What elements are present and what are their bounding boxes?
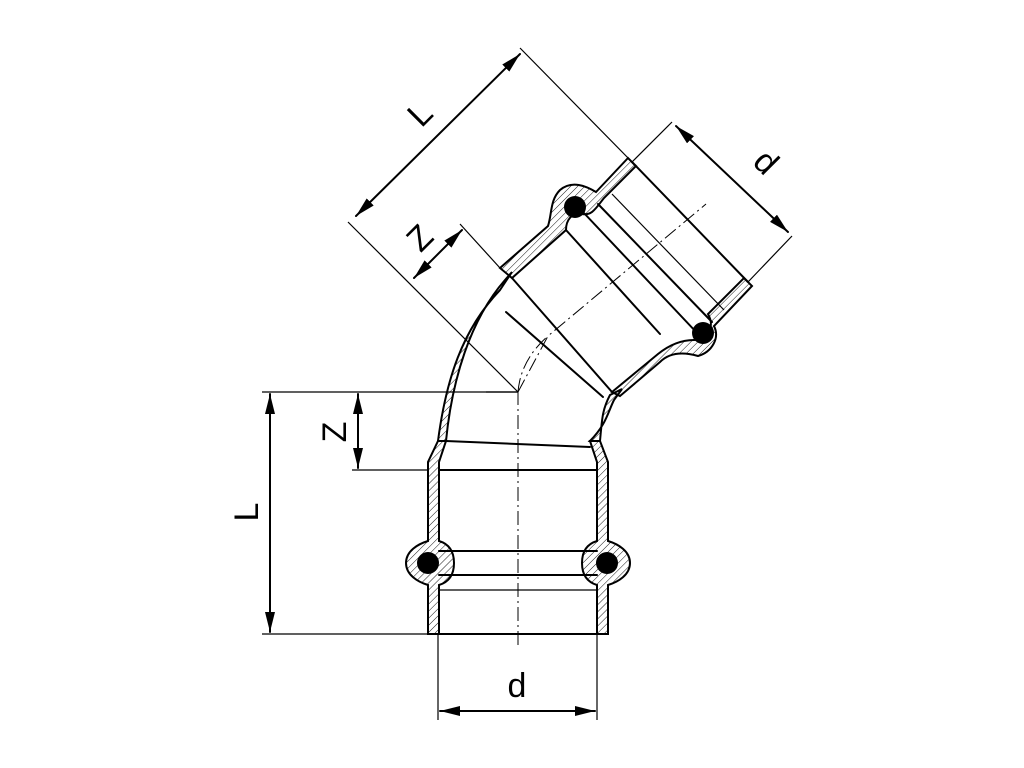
label-lower-diameter: d bbox=[508, 667, 527, 705]
ext-line-upper-d-bottom bbox=[747, 235, 793, 283]
center-line-arc bbox=[517, 335, 549, 393]
label-upper-offset: Z bbox=[399, 217, 441, 259]
upper-socket bbox=[498, 156, 754, 398]
upper-o-ring-bottom bbox=[692, 322, 714, 344]
ext-line-upper-center bbox=[347, 221, 519, 393]
dim-line-upper-diameter bbox=[675, 125, 789, 233]
upper-socket-line-1 bbox=[505, 311, 604, 398]
dim-line-upper-offset bbox=[413, 229, 463, 279]
label-lower-offset: Z bbox=[316, 422, 354, 443]
upper-socket-bead-line-1 bbox=[582, 211, 699, 335]
ext-line-upper-z bbox=[459, 223, 501, 269]
upper-socket-bottom-wall bbox=[610, 276, 754, 398]
bend-outer-wall bbox=[436, 271, 513, 442]
extension-lines bbox=[262, 47, 793, 720]
upper-o-ring-top bbox=[564, 196, 586, 218]
center-line-upper bbox=[517, 203, 707, 393]
label-lower-length: L bbox=[228, 503, 266, 522]
ext-line-upper-d-top bbox=[631, 121, 673, 163]
ext-line-upper-end bbox=[519, 47, 633, 163]
lower-o-ring-right bbox=[596, 552, 618, 574]
bend-inner-wall bbox=[587, 388, 623, 442]
lower-o-ring-left bbox=[417, 552, 439, 574]
upper-socket-bead-line-2 bbox=[597, 203, 713, 323]
label-upper-diameter: d bbox=[746, 142, 786, 182]
upper-socket-stop-line bbox=[511, 277, 613, 393]
upper-socket-top-wall bbox=[498, 156, 638, 280]
dim-line-upper-length bbox=[355, 53, 521, 217]
upper-socket-end-line bbox=[631, 161, 749, 283]
upper-socket-inner-line bbox=[611, 193, 725, 311]
label-upper-length: L bbox=[400, 94, 440, 134]
